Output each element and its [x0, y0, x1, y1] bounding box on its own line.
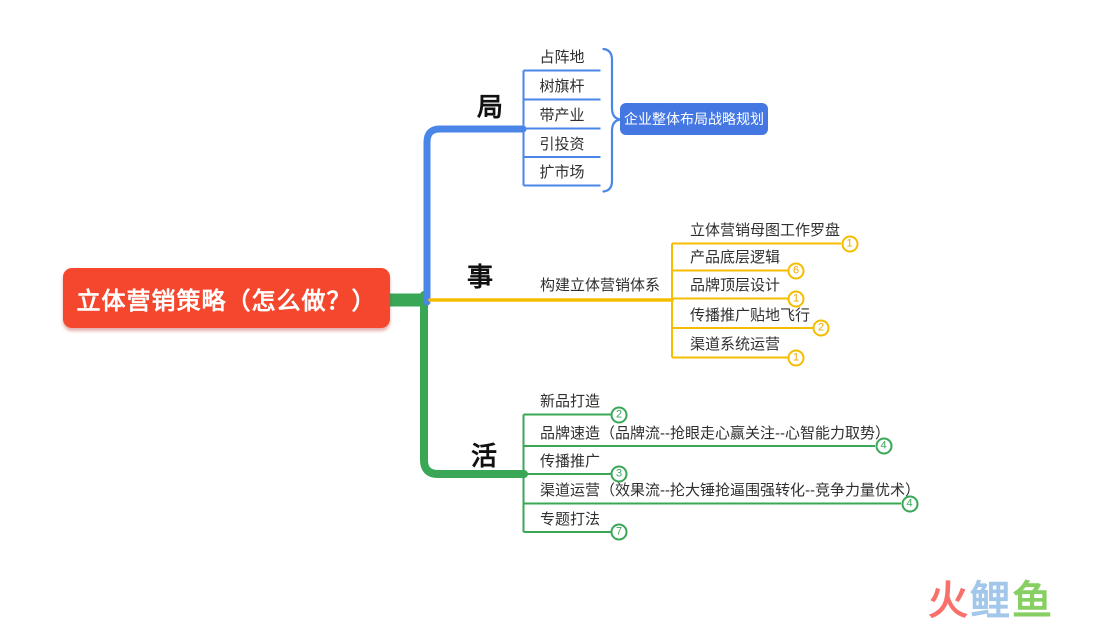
node-zhuanti-dafa[interactable]: 专题打法: [540, 511, 601, 528]
node-daichanye[interactable]: 带产业: [539, 107, 585, 124]
branch-line-ju: [423, 125, 527, 306]
node-chanpin-luoji[interactable]: 产品底层逻辑: [690, 249, 781, 266]
collapsed-count-badge[interactable]: 3: [610, 465, 628, 483]
node-zhanzhendi[interactable]: 占阵地: [539, 49, 585, 66]
ju-brace: [602, 47, 621, 193]
callout-strategy-note[interactable]: 企业整体布局战略规划: [620, 103, 768, 135]
node-xinpin-dazao[interactable]: 新品打造: [540, 393, 601, 410]
node-pinpai-suzao[interactable]: 品牌速造（品牌流--抢眼走心赢关注--心智能力取势）: [540, 425, 890, 442]
node-chuanbo-tuiguang[interactable]: 传播推广: [540, 453, 601, 470]
node-qudao-yunying[interactable]: 渠道运营（效果流--抡大锤抢逼围强转化--竞争力量优术）: [540, 482, 920, 499]
branch-label-shi[interactable]: 事: [466, 262, 493, 292]
node-qudao-xitong[interactable]: 渠道系统运营: [690, 336, 781, 353]
branch-label-huo[interactable]: 活: [470, 441, 497, 471]
collapsed-count-badge[interactable]: 7: [610, 523, 628, 541]
collapsed-count-badge[interactable]: 1: [841, 235, 858, 252]
node-goujian-tixi[interactable]: 构建立体营销体系: [540, 277, 661, 294]
branch-line-huo: [420, 291, 528, 478]
collapsed-count-badge[interactable]: 4: [901, 495, 918, 512]
node-mutu-luopan[interactable]: 立体营销母图工作罗盘: [690, 222, 841, 239]
node-kuoshichang[interactable]: 扩市场: [539, 164, 585, 181]
collapsed-count-badge[interactable]: 2: [812, 319, 830, 337]
node-shuqigan[interactable]: 树旗杆: [539, 78, 585, 95]
collapsed-count-badge[interactable]: 1: [787, 349, 805, 366]
collapsed-count-badge[interactable]: 4: [875, 437, 892, 455]
branch-label-ju[interactable]: 局: [476, 92, 503, 122]
shi-child-underline: [672, 242, 841, 359]
collapsed-count-badge[interactable]: 6: [787, 262, 805, 279]
root-topic-node[interactable]: 立体营销策略（怎么做？）: [63, 268, 390, 328]
watermark-char-yu: 鱼: [1012, 579, 1054, 620]
ju-child-underline: [523, 69, 601, 187]
collapsed-count-badge[interactable]: 2: [610, 406, 628, 423]
collapsed-count-badge[interactable]: 1: [787, 290, 805, 307]
watermark-char-huo: 火: [928, 579, 970, 620]
node-pinpai-sheji[interactable]: 品牌顶层设计: [690, 277, 781, 294]
huo-child-underline: [523, 413, 901, 533]
watermark-char-li: 鲤: [970, 579, 1012, 620]
node-chuanbo-feixing[interactable]: 传播推广贴地飞行: [690, 307, 811, 324]
node-yintouzi[interactable]: 引投资: [539, 136, 585, 153]
watermark-logo: 火鲤鱼: [928, 568, 1054, 620]
